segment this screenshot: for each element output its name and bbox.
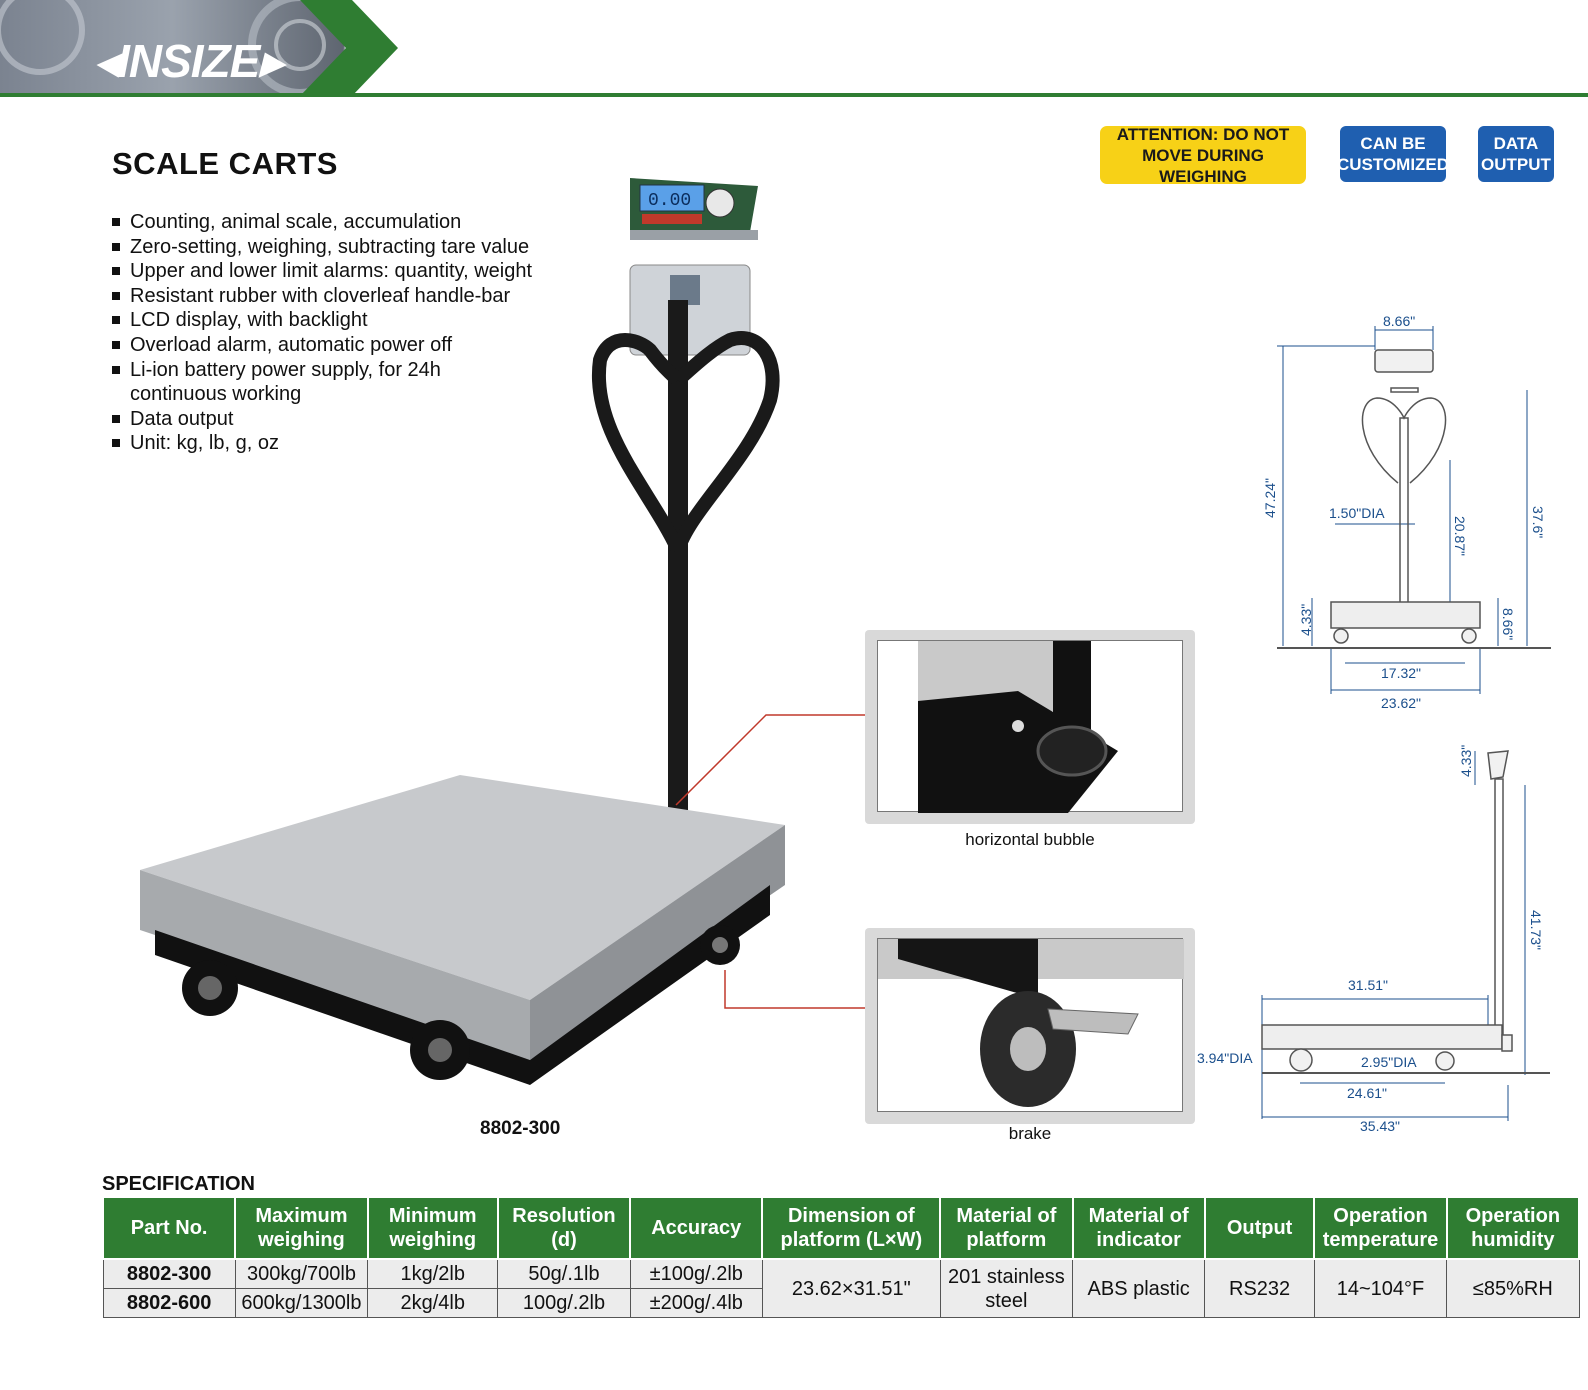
badge-line: ATTENTION: DO NOT	[1116, 124, 1290, 144]
cell-indicator-material: ABS plastic	[1071, 1258, 1206, 1318]
table-row: 8802-300 300kg/700lb 1kg/2lb 50g/.1lb ±1…	[102, 1258, 1580, 1318]
dim-total-length: 35.43"	[1360, 1118, 1400, 1134]
col-accuracy: Accuracy	[629, 1198, 764, 1260]
indicator-head: 0.00	[629, 178, 758, 356]
feature-item: Resistant rubber with cloverleaf handle-…	[110, 284, 580, 309]
cell-max: 300kg/700lb	[234, 1258, 369, 1289]
cell-max: 600kg/1300lb	[234, 1288, 369, 1318]
front-view-drawing: 8.66" 47.24" 1.50"DIA 20.87" 37.6" 4.33"…	[1262, 313, 1551, 711]
dim-platform-length: 31.51"	[1348, 977, 1388, 993]
spec-table: Part No. Maximum weighing Minimum weighi…	[101, 1198, 1581, 1318]
detail-horizontal-bubble	[865, 630, 1195, 824]
scale-cart-illustration: 0.00	[140, 178, 865, 1085]
col-max-weighing: Maximum weighing	[234, 1198, 369, 1260]
dim-wheel-small: 2.95"DIA	[1361, 1054, 1417, 1070]
feature-item: LCD display, with backlight	[110, 308, 580, 333]
lcd-reading: 0.00	[648, 191, 691, 211]
col-part-no: Part No.	[101, 1198, 237, 1260]
badge-line: DATA	[1493, 134, 1539, 153]
badge-line: CAN BE	[1360, 134, 1426, 153]
brake-detail-image	[878, 939, 1184, 1107]
cell-res: 100g/.2lb	[497, 1288, 631, 1318]
cell-dimension: 23.62×31.51"	[761, 1258, 941, 1318]
feature-item: Data output	[110, 407, 580, 432]
cell-part: 8802-600	[102, 1288, 236, 1318]
bubble-caption: horizontal bubble	[965, 830, 1095, 849]
page-header	[0, 0, 1588, 100]
badge-line: CUSTOMIZED	[1336, 155, 1450, 174]
detail-brake	[865, 928, 1195, 1124]
col-dimension: Dimension of platform (L×W)	[761, 1198, 942, 1260]
dim-base-height: 4.33"	[1298, 604, 1314, 636]
dim-wheel-big: 3.94"DIA	[1197, 1050, 1253, 1066]
table-row: 8802-600 600kg/1300lb 2kg/4lb 100g/.2lb …	[102, 1288, 1579, 1318]
logo-arrow-left-icon: ◂	[95, 35, 118, 87]
feature-item: Unit: kg, lb, g, oz	[110, 431, 580, 456]
feature-item: Upper and lower limit alarms: quantity, …	[110, 259, 580, 284]
side-view-drawing: 4.33" 41.73" 31.51" 3.94"DIA 2.95"DIA 24…	[1197, 745, 1550, 1134]
spec-title: SPECIFICATION	[102, 1173, 255, 1195]
cell-part: 8802-300	[102, 1258, 236, 1289]
feature-item: Counting, animal scale, accumulation	[110, 210, 580, 235]
feature-item: Zero-setting, weighing, subtracting tare…	[110, 235, 580, 260]
page-title: SCALE CARTS	[112, 146, 338, 181]
feature-item-continued: continuous working	[130, 383, 302, 406]
dim-outer-width: 23.62"	[1381, 695, 1421, 711]
dim-top-width: 8.66"	[1383, 313, 1415, 329]
feature-item: Overload alarm, automatic power off	[110, 333, 580, 358]
col-min-weighing: Minimum weighing	[366, 1198, 499, 1260]
cell-temperature: 14~104°F	[1313, 1258, 1448, 1318]
dim-handle-height: 20.87"	[1452, 516, 1468, 556]
header-banner	[0, 0, 1588, 97]
col-humidity: Operation humidity	[1445, 1198, 1581, 1260]
col-platform-material: Material of platform	[939, 1198, 1074, 1260]
cell-min: 1kg/2lb	[367, 1258, 499, 1289]
cell-platform-material: 201 stainless steel	[939, 1258, 1074, 1318]
cell-res: 50g/.1lb	[497, 1258, 631, 1289]
cell-acc: ±100g/.2lb	[629, 1258, 763, 1289]
dim-wheelbase: 24.61"	[1347, 1085, 1387, 1101]
model-label: 8802-300	[480, 1118, 561, 1139]
dim-head-height: 4.33"	[1458, 745, 1474, 777]
col-temperature: Operation temperature	[1313, 1198, 1448, 1260]
dim-right-height: 37.6"	[1530, 506, 1546, 538]
brake-caption: brake	[1008, 1124, 1052, 1143]
brand-logo: ◂INSIZE▸	[95, 34, 282, 88]
dim-inner-width: 17.32"	[1381, 665, 1421, 681]
cell-min: 2kg/4lb	[367, 1288, 499, 1318]
dim-total-height: 47.24"	[1262, 478, 1278, 518]
col-indicator-material: Material of indicator	[1071, 1198, 1206, 1260]
cell-acc: ±200g/.4lb	[629, 1288, 763, 1318]
cell-output: RS232	[1204, 1258, 1315, 1318]
dim-pole-dia: 1.50"DIA	[1329, 505, 1385, 521]
cell-humidity: ≤85%RH	[1446, 1258, 1580, 1318]
feature-item: Li-ion battery power supply, for 24h	[110, 358, 580, 383]
dim-pole-height: 41.73"	[1528, 910, 1544, 950]
logo-text: INSIZE	[117, 35, 260, 87]
customized-badge: CAN BE CUSTOMIZED	[1336, 126, 1450, 182]
col-resolution: Resolution (d)	[496, 1198, 632, 1260]
badge-line: MOVE DURING WEIGHING	[1142, 145, 1264, 186]
data-output-badge: DATA OUTPUT	[1478, 126, 1554, 182]
bubble-detail-image	[918, 641, 1118, 813]
col-output: Output	[1203, 1198, 1316, 1260]
spec-header-row: Part No. Maximum weighing Minimum weighi…	[101, 1198, 1581, 1260]
logo-arrow-right-icon: ▸	[259, 35, 282, 87]
badge-line: OUTPUT	[1481, 155, 1551, 174]
dim-caster-height: 8.66"	[1500, 608, 1516, 640]
feature-list: Counting, animal scale, accumulation Zer…	[110, 210, 580, 456]
